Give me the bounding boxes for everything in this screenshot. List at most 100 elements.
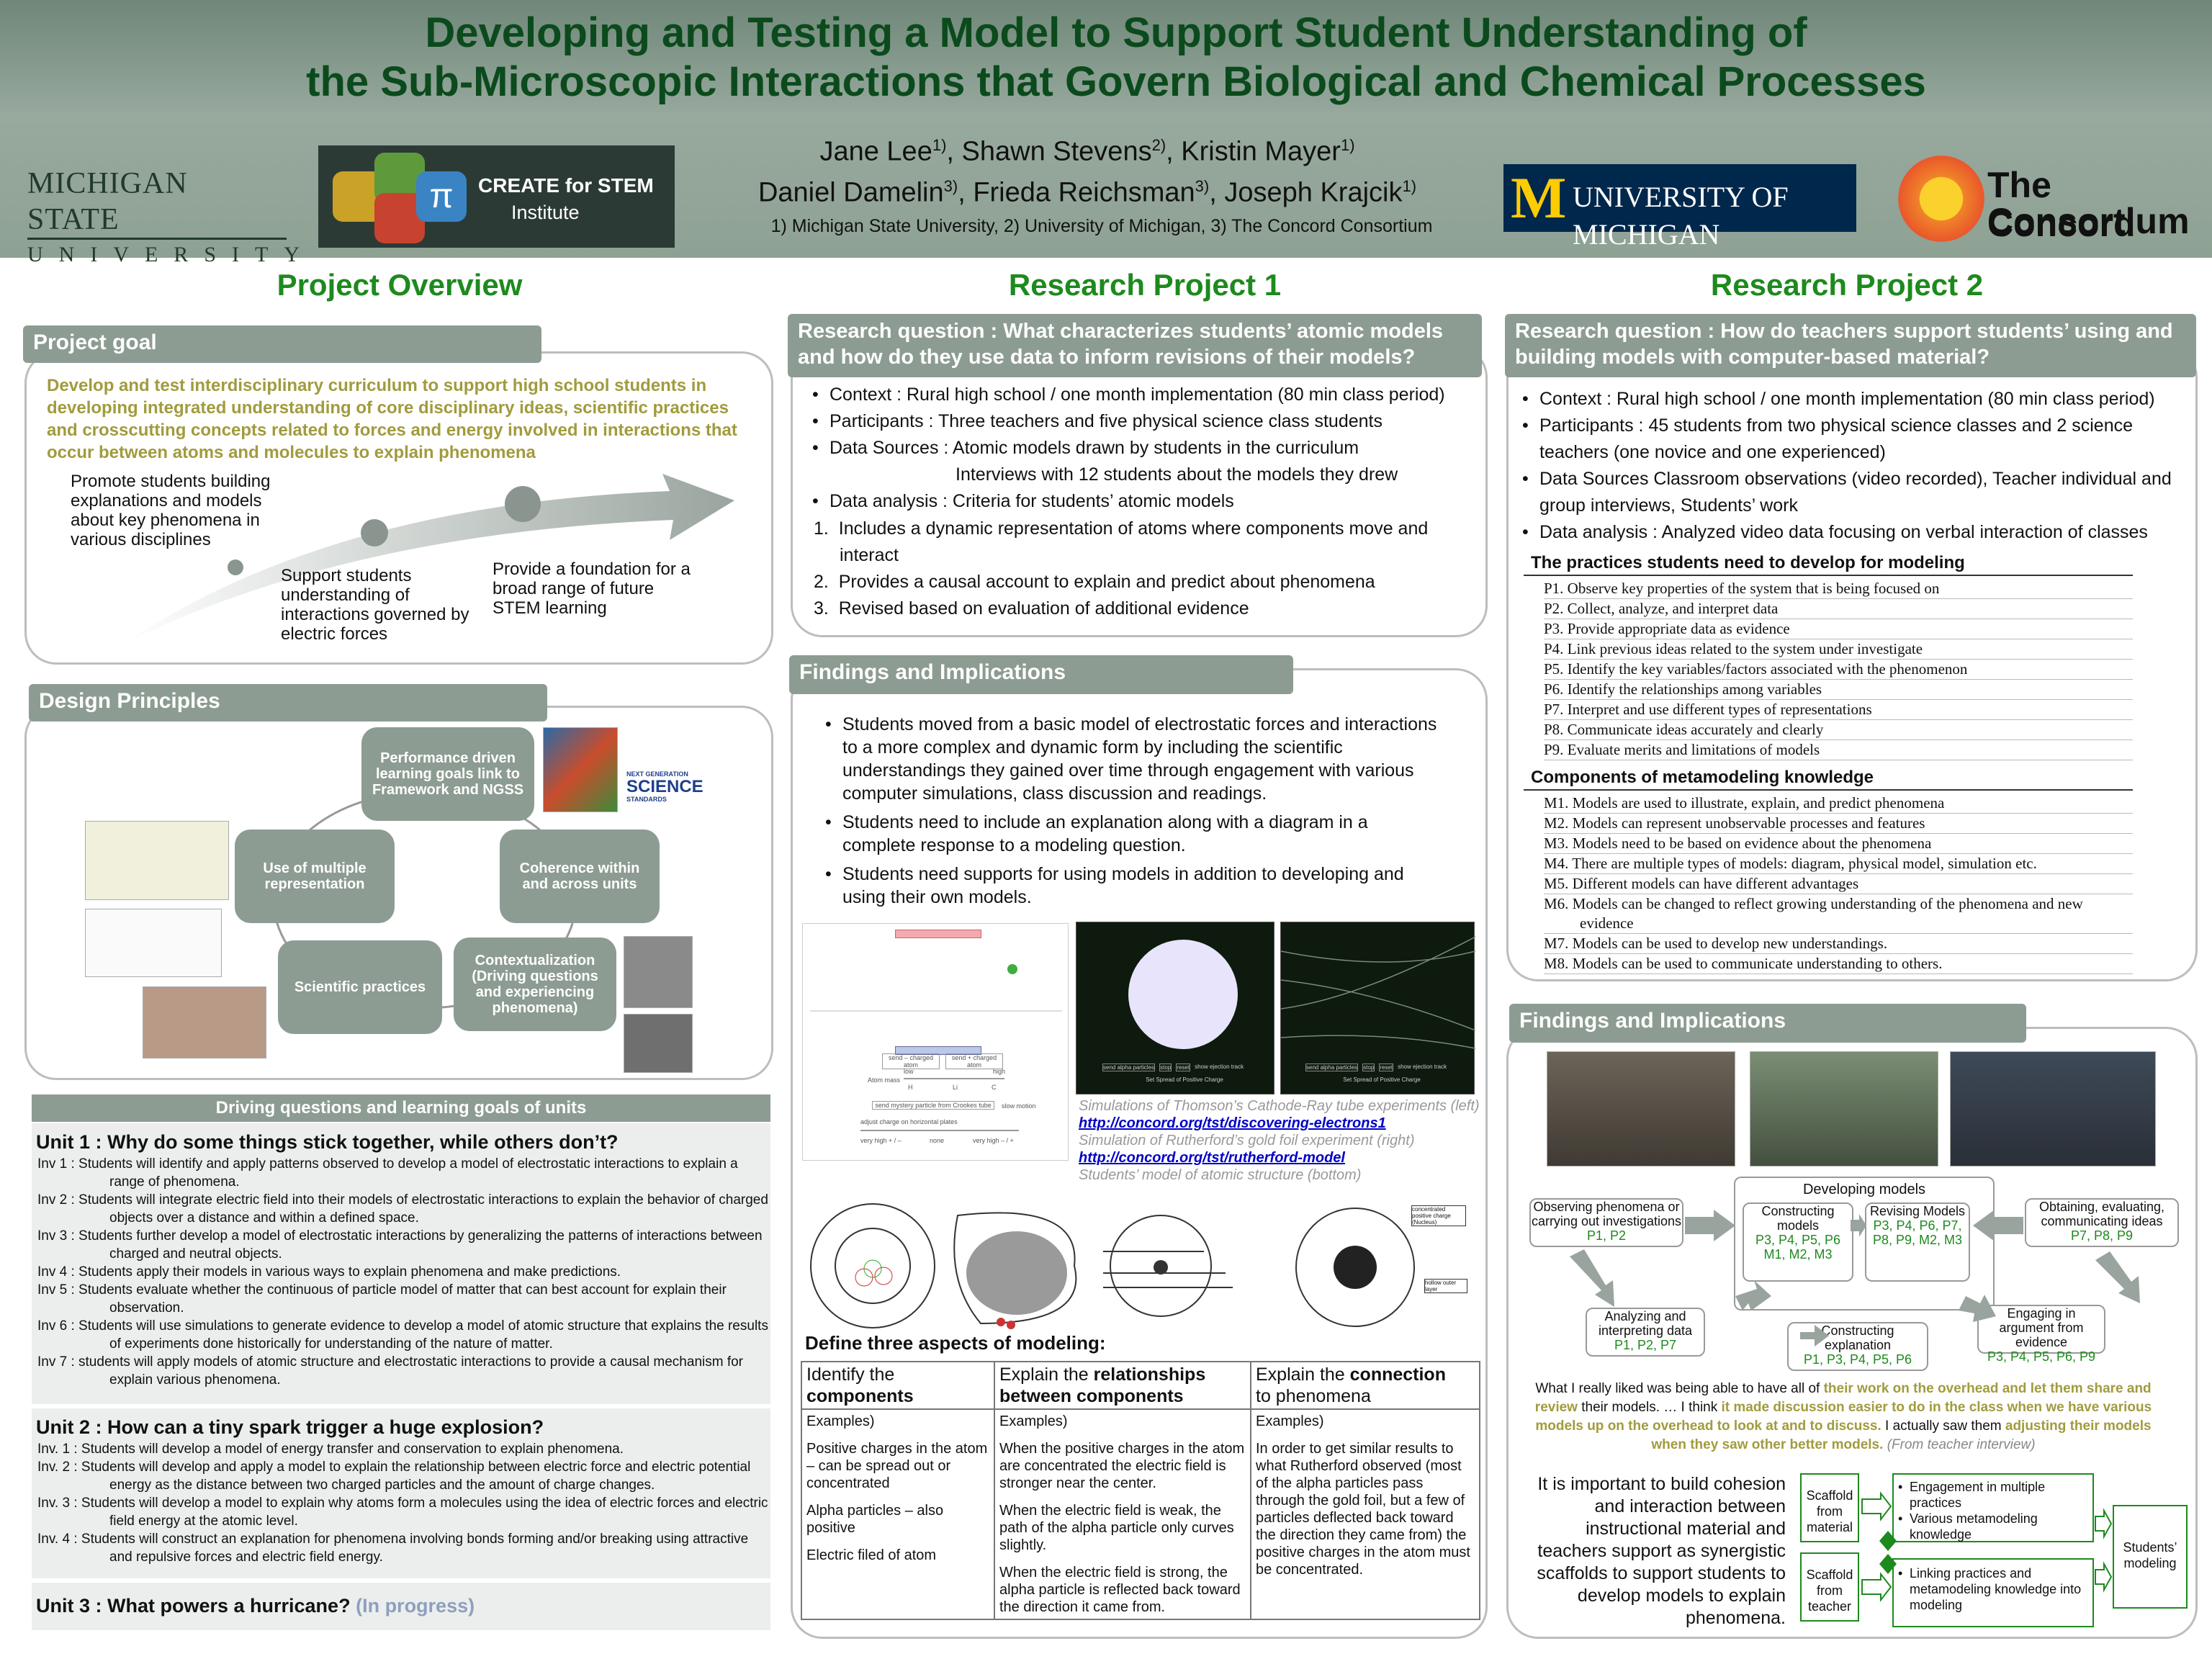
stop-button[interactable]: stop (1159, 1064, 1172, 1071)
goal-arrow-shape (122, 474, 734, 644)
negative-plate (895, 1046, 981, 1055)
flow-analyzing-practices: P1, P2, P7 (1614, 1338, 1677, 1352)
component-ex-1: Positive charges in the atom – can be sp… (806, 1441, 988, 1491)
define-aspects-title: Define three aspects of modeling: (805, 1332, 1106, 1354)
reset-button[interactable]: reset (1176, 1064, 1191, 1071)
crookes-tube-button[interactable]: send mystery particle from Crookes tube (872, 1101, 994, 1110)
flow-observing-label: Observing phenomena or carrying out inve… (1531, 1200, 1682, 1228)
relationship-ex-3: When the electric field is strong, the a… (999, 1565, 1241, 1615)
send-alpha-button-2[interactable]: send alpha particles (1305, 1064, 1359, 1071)
rp1-criterion-2: 2. Provides a causal account to explain … (814, 569, 1483, 595)
link-discovering-electrons[interactable]: http://concord.org/tst/discovering-elect… (1079, 1115, 1386, 1131)
spread-controls: send alpha particles stop reset show eje… (1102, 1064, 1254, 1071)
show-track-checkbox-2[interactable]: show ejection track (1398, 1064, 1447, 1070)
show-track-checkbox[interactable]: show ejection track (1195, 1064, 1244, 1070)
overview-heading: Project Overview (276, 268, 523, 302)
practices-title: The practices students need to develop f… (1524, 552, 2133, 576)
framework-book-image (543, 727, 618, 812)
rp1-data-analysis: Data analysis : Criteria for students’ a… (808, 488, 1485, 515)
node-contextualization: Contextualization (Driving questions and… (454, 938, 616, 1031)
concord-line-1: The Concord (1987, 165, 2136, 244)
node-multiple-representation: Use of multiple representation (235, 830, 395, 923)
flow-constructing-label: Constructing models (1761, 1204, 1835, 1233)
title-line-2: the Sub-Microscopic Interactions that Go… (306, 58, 1926, 105)
poster-header: Developing and Testing a Model to Suppor… (0, 0, 2212, 266)
unit-3-box: Unit 3 : What powers a hurricane? (In pr… (32, 1583, 770, 1630)
quote-part-3: their models. … I think (1577, 1400, 1722, 1415)
classroom-photo-2 (1750, 1051, 1938, 1166)
plate-charge-slider[interactable] (860, 1130, 1019, 1131)
mass-c-label: C (992, 1084, 997, 1091)
practice-p4: P4. Link previous ideas related to the s… (1544, 639, 2133, 660)
flow-obtaining: Obtaining, evaluating, communicating ide… (2025, 1198, 2179, 1247)
students-modeling-box: Students’ modeling (2113, 1505, 2188, 1609)
rp2-data-analysis: Data analysis : Analyzed video data focu… (1518, 519, 2188, 546)
mass-h-label: H (908, 1084, 913, 1091)
unit-1-inv-7: Inv 7 : students will apply models of at… (37, 1354, 744, 1388)
component-ex-2: Alpha particles – also positive (806, 1503, 944, 1536)
goal-point-3 (505, 486, 541, 522)
mass-li-label: Li (953, 1084, 958, 1091)
bullet: • (1898, 1480, 1903, 1494)
unit-1-inv-2: Inv 2 : Students will integrate electric… (37, 1192, 768, 1226)
rp1-bullets: Context : Rural high school / one month … (808, 382, 1485, 515)
design-principles-bar: Design Principles (29, 684, 547, 721)
caption-student-model: Students’ model of atomic structure (bot… (1079, 1167, 1362, 1183)
send-alpha-button[interactable]: send alpha particles (1102, 1064, 1156, 1071)
reset-button-2[interactable]: reset (1379, 1064, 1394, 1071)
metamodeling-list: M1. Models are used to illustrate, expla… (1524, 791, 2133, 974)
header-connection-c: to phenomena (1256, 1386, 1371, 1406)
rp1-finding-1: Students moved from a basic model of ele… (821, 713, 1440, 805)
header-connection-b: connection (1349, 1364, 1446, 1385)
student-model-1 (810, 1203, 935, 1328)
developing-models-label: Developing models (1802, 1182, 1926, 1197)
send-negative-atom-button[interactable]: send – charged atom (882, 1053, 940, 1069)
rp1-finding-3: Students need supports for using models … (821, 863, 1440, 909)
cell-connection: Examples) In order to get similar result… (1250, 1408, 1480, 1620)
practice-p5: P5. Identify the key variables/factors a… (1544, 660, 2133, 680)
send-positive-atom-button[interactable]: send + charged atom (945, 1053, 1003, 1069)
slow-motion-checkbox[interactable]: slow motion (1002, 1102, 1036, 1110)
flow-obtaining-practices: P7, P8, P9 (2070, 1228, 2134, 1243)
msu-logo: MICHIGAN STATE UNIVERSITY (27, 166, 300, 270)
scaffold-outcomes-2: •Linking practices and metamodeling know… (1892, 1558, 2094, 1627)
stop-button-2[interactable]: stop (1362, 1064, 1375, 1071)
student-model-3 (1103, 1215, 1233, 1317)
beam-line (810, 1010, 1062, 1012)
caption-rutherford: Simulation of Rutherford’s gold foil exp… (1079, 1133, 1415, 1148)
flow-argument-label: Engaging in argument from evidence (1999, 1306, 2084, 1349)
charge-very-high-pos-label: very high + / – (860, 1137, 902, 1144)
rp1-findings-list: Students moved from a basic model of ele… (821, 713, 1440, 909)
cell-components: Examples) Positive charges in the atom –… (801, 1408, 995, 1620)
rp1-data-sources: Data Sources : Atomic models drawn by st… (808, 435, 1485, 462)
criterion-2-num: 2. (814, 572, 839, 592)
spread-charge-label: Set Spread of Positive Charge (1146, 1076, 1223, 1083)
quote-part-2: their work on the overhead and let them … (1534, 1381, 2152, 1415)
mass-high-label: high (993, 1068, 1006, 1075)
criterion-3-num: 3. (814, 598, 839, 619)
unit-1-investigations: Inv 1 : Students will identify and apply… (32, 1155, 770, 1389)
rp2-context: Context : Rural high school / one month … (1518, 386, 2188, 413)
goal-step-3: Provide a foundation for a broad range o… (493, 559, 691, 618)
affiliations: 1) Michigan State University, 2) Univers… (770, 216, 1433, 236)
atom-mass-slider[interactable] (904, 1078, 1004, 1079)
concord-logo: The Concord Consortium (1894, 153, 2203, 246)
outcome-metamodeling-text: Various metamodeling knowledge (1910, 1511, 2038, 1542)
link-rutherford-model[interactable]: http://concord.org/tst/rutherford-model (1079, 1150, 1345, 1166)
unit-2-investigations: Inv. 1 : Students will develop a model o… (32, 1440, 770, 1566)
quote-part-6: adjusting their models when they saw oth… (1651, 1419, 2152, 1452)
quote-part-5: I actually saw them (1881, 1419, 2005, 1434)
practices-list: P1. Observe key properties of the system… (1524, 576, 2133, 760)
practice-p1: P1. Observe key properties of the system… (1544, 579, 2133, 599)
atom-mass-label: Atom mass (868, 1076, 901, 1084)
scaffold-from-material: Scaffold from material (1800, 1473, 1859, 1542)
practices-section: The practices students need to develop f… (1524, 552, 2133, 974)
simulation-captions: Simulations of Thomson’s Cathode-Ray tub… (1079, 1097, 1482, 1184)
connection-ex-1: In order to get similar results to what … (1256, 1441, 1470, 1578)
rp1-criteria: 1. Includes a dynamic representation of … (814, 516, 1483, 622)
ngss-logo-line-2: SCIENCE (626, 777, 703, 796)
practice-p6: P6. Identify the relationships among var… (1544, 680, 2133, 700)
